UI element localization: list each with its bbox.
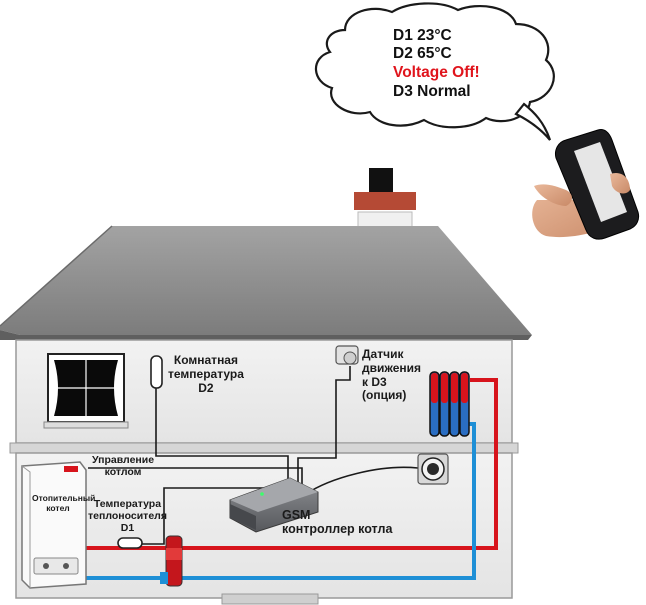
room-temperature-sensor [150,355,163,389]
coolant-temperature-sensor [117,537,143,549]
boiler-label: Отопительный котел [32,493,96,513]
hot-water-pipe [82,378,498,550]
sms-line-d1: D1 23°C [393,27,452,44]
hydraulic-separator [160,535,183,587]
room-temperature-label: Комнатная температура D2 [168,353,244,395]
boiler [21,461,87,589]
smartphone-in-hand [532,129,640,240]
house-roof [0,225,532,340]
gsm-controller-label: GSM контроллер котла [282,508,393,537]
sms-line-d3: D3 Normal [393,83,471,100]
thermostat-knob [417,453,449,485]
gsm-controller-box [229,477,319,533]
boiler-control-label: Управление котлом [92,454,155,479]
sms-line-d2: D2 65°C [393,45,452,62]
radiator [429,371,470,437]
house-window [43,353,129,429]
motion-sensor-label: Датчик движения к D3 (опция) [362,347,422,403]
sms-cloud-bubble [314,2,555,141]
coolant-temperature-label: Температура теплоносителя D1 [88,498,167,535]
cold-water-pipe [82,422,476,580]
motion-sensor [335,345,359,365]
sms-line-voltage-alert: Voltage Off! [393,64,480,81]
